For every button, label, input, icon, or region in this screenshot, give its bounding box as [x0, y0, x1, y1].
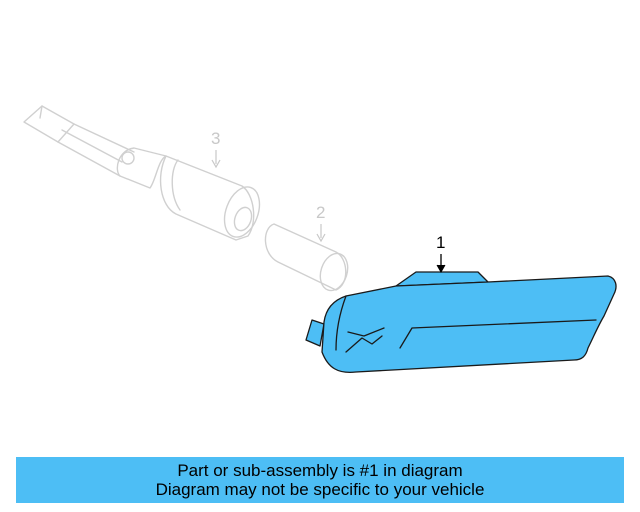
part-3-socket-wire [23, 105, 261, 241]
callout-1-number: 1 [436, 233, 445, 252]
callout-1: 1 [436, 233, 445, 274]
info-banner: Part or sub-assembly is #1 in diagram Di… [16, 457, 624, 503]
callout-3-number: 3 [211, 129, 220, 148]
callout-2: 2 [316, 203, 326, 243]
banner-line-disclaimer: Diagram may not be specific to your vehi… [155, 480, 485, 499]
part-1-side-marker-lamp [305, 271, 617, 374]
callout-2-number: 2 [316, 203, 325, 222]
callout-3: 3 [211, 129, 221, 169]
part-2-bulb [264, 223, 349, 292]
banner-line-part-number: Part or sub-assembly is #1 in diagram [177, 461, 463, 480]
parts-diagram: 3 2 1 [23, 105, 617, 374]
